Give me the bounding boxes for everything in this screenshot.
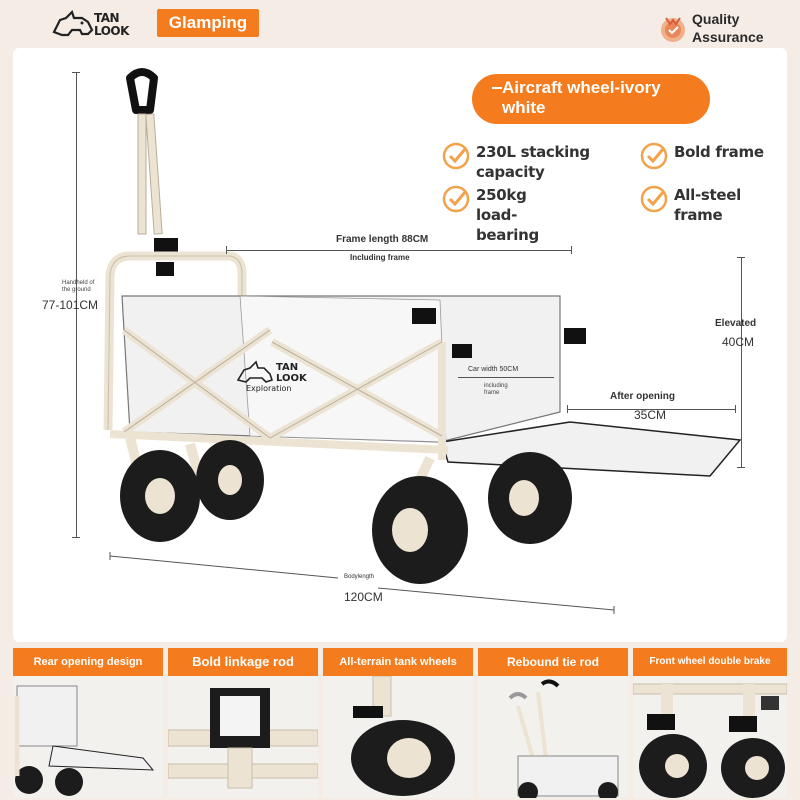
panel-title: Front wheel double brake [633, 648, 787, 676]
frame-length-line [226, 250, 572, 251]
quality-assurance-badge: Quality Assurance [656, 8, 796, 48]
tank-wheel-image [323, 676, 473, 798]
rhino-icon [52, 9, 94, 37]
car-width-label: Car width 50CM [468, 366, 519, 373]
car-width-sub: including frame [484, 383, 508, 396]
handle-height-line [76, 72, 77, 538]
cart-logo-line2: LOOK [276, 373, 308, 384]
panel-title: Rebound tie rod [478, 648, 628, 676]
brand-logo: TAN LOOK [52, 8, 148, 42]
feature-load-bearing: 250kg load-bearing [442, 185, 572, 245]
elevated-value: 40CM [722, 335, 755, 349]
brand-line2: LOOK [94, 24, 129, 38]
body-length-line [109, 552, 615, 614]
handle-height-value: 77-101CM [42, 298, 99, 312]
panel-rear-opening: Rear opening design [13, 648, 163, 798]
cart-logo-line1: TAN [276, 362, 298, 373]
quality-line2: Assurance [692, 29, 764, 45]
panel-title: Bold linkage rod [168, 648, 318, 676]
feature-text: All-steel frame [674, 186, 742, 224]
elevated-line [741, 257, 742, 468]
panel-title: All-terrain tank wheels [323, 648, 473, 676]
medal-icon [661, 17, 685, 42]
linkage-rod-image [168, 676, 318, 798]
panel-linkage-rod: Bold linkage rod [168, 648, 318, 798]
feature-capacity: 230L stacking capacity [442, 142, 642, 182]
brand-line1: TAN [94, 11, 120, 25]
feature-all-steel: All-steel frame [640, 185, 760, 225]
frame-length-label: Frame length 88CM [336, 234, 429, 245]
feature-bold-frame: Bold frame [640, 142, 790, 170]
cart-logo: TAN LOOK Exploration [236, 360, 308, 393]
panel-rebound-tie-rod: Rebound tie rod [478, 648, 628, 798]
check-circle-icon [640, 185, 668, 213]
rear-opening-image [13, 676, 163, 798]
headline-line1: Aircraft wheel-ivory [502, 78, 661, 97]
after-opening-line [567, 409, 736, 410]
elevated-label: Elevated [715, 318, 757, 329]
check-circle-icon [640, 142, 668, 170]
after-opening-label: After opening [610, 391, 675, 402]
after-opening-value: 35CM [634, 408, 667, 422]
panel-double-brake: Front wheel double brake [633, 648, 787, 798]
car-width-line [458, 377, 554, 378]
handle-height-label: Handheld of the ground [62, 280, 95, 293]
handle [126, 68, 178, 276]
wheel-front-right [488, 452, 572, 544]
headline-banner: Aircraft wheel-ivory white [472, 74, 710, 124]
panel-title: Rear opening design [13, 648, 163, 676]
wagon-illustration: TAN LOOK Exploration [103, 68, 742, 584]
body-length-label: Bodylength [344, 574, 375, 580]
body-length-value: 120CM [344, 590, 383, 604]
feature-text: Bold frame [674, 143, 764, 161]
cart-logo-line3: Exploration [246, 384, 292, 393]
check-circle-icon [442, 185, 470, 213]
feature-text: 250kg load-bearing [476, 186, 539, 244]
headline-line2: white [502, 98, 546, 117]
quality-line1: Quality [692, 11, 740, 27]
panel-tank-wheels: All-terrain tank wheels [323, 648, 473, 798]
wheel-rear-right [196, 440, 264, 520]
wheel-rear-left [120, 450, 200, 542]
tie-rod-image [478, 676, 628, 798]
double-brake-image [633, 676, 787, 798]
wheel-front-left [372, 476, 468, 584]
including-frame-label: Including frame [350, 253, 410, 262]
check-circle-icon [442, 142, 470, 170]
feature-text: 230L stacking capacity [476, 143, 590, 181]
glamping-tag: Glamping [157, 9, 259, 37]
